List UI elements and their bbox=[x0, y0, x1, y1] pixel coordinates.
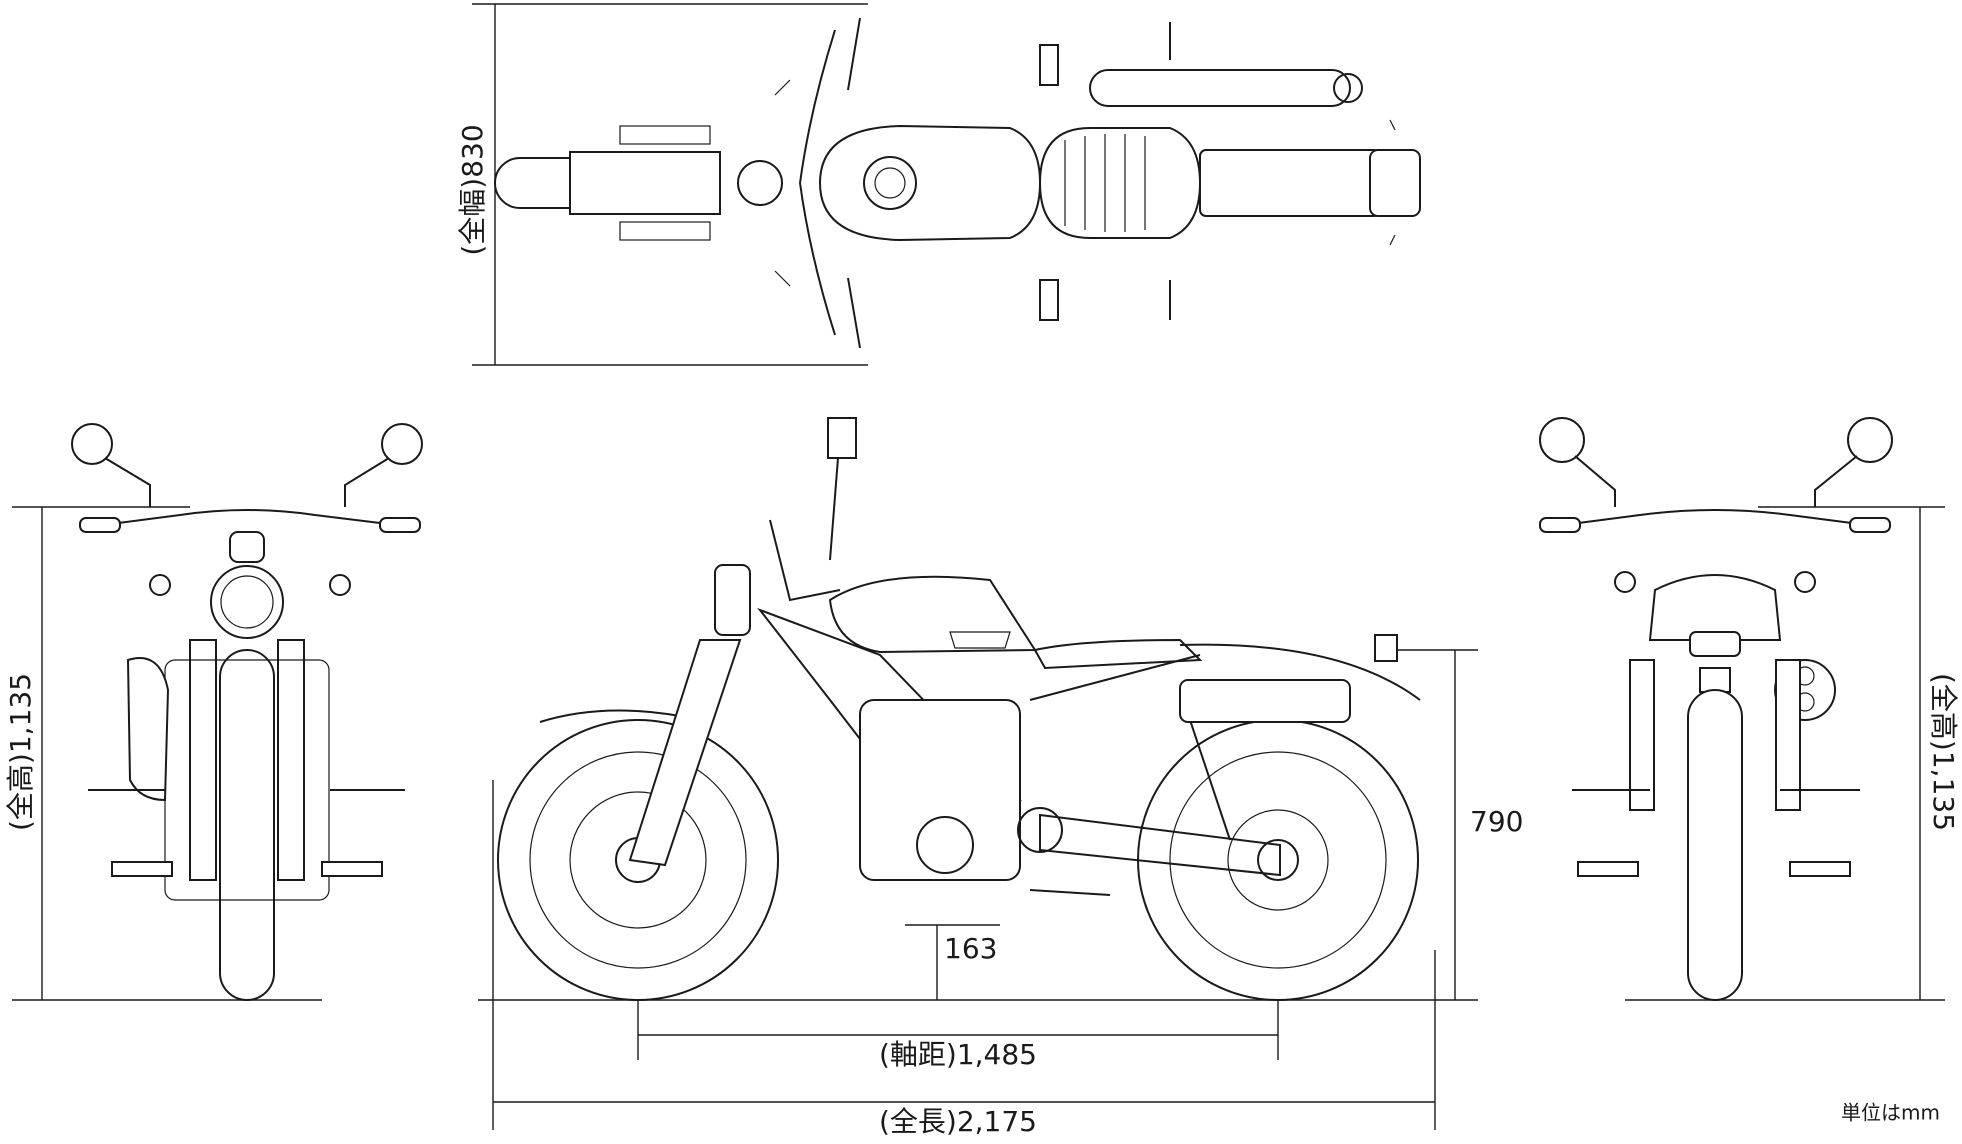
side-rear-sprocket bbox=[1227, 809, 1329, 911]
front-turn-signal-left bbox=[149, 574, 171, 596]
side-swingarm-pivot bbox=[1017, 807, 1063, 853]
top-fork-upper bbox=[619, 125, 711, 145]
front-footpeg-left bbox=[111, 861, 173, 877]
front-turn-signal-right bbox=[329, 574, 351, 596]
top-fuel-cap-inner bbox=[874, 167, 906, 199]
rear-shock-left bbox=[1629, 659, 1655, 811]
unit-note: 単位はmm bbox=[1841, 1101, 1940, 1125]
side-rear-fender bbox=[1179, 643, 1421, 701]
front-meter bbox=[229, 531, 265, 563]
rear-license-plate-holder bbox=[1699, 667, 1731, 693]
top-footpeg-right bbox=[1039, 279, 1059, 321]
side-footpeg bbox=[1029, 889, 1111, 896]
side-headlight bbox=[714, 564, 751, 636]
top-exhaust-tip bbox=[1333, 73, 1363, 103]
top-exhaust bbox=[1089, 69, 1351, 107]
side-view: 790 163 (軸距)1,485 (全長)2,175 bbox=[478, 417, 1523, 1138]
top-tail-light bbox=[1369, 149, 1421, 217]
top-levers bbox=[847, 17, 861, 349]
side-swingarm bbox=[1039, 813, 1281, 877]
top-mirrors bbox=[774, 79, 791, 287]
front-fork-left bbox=[189, 639, 217, 881]
top-rear-turn-signals bbox=[1389, 119, 1396, 246]
side-seat bbox=[1033, 638, 1203, 670]
rear-mirror-left bbox=[1539, 417, 1585, 463]
rear-mirror-stems bbox=[1574, 455, 1858, 507]
rear-shock-right bbox=[1775, 659, 1801, 811]
side-subframe bbox=[1029, 654, 1201, 701]
top-fuel-cap bbox=[863, 156, 917, 210]
side-mirror bbox=[827, 417, 857, 459]
rear-body bbox=[1648, 574, 1782, 641]
front-mirror-stems bbox=[104, 457, 390, 507]
rear-grip-left bbox=[1539, 517, 1581, 533]
rear-grip-right bbox=[1849, 517, 1891, 533]
top-fork-lower bbox=[619, 221, 711, 241]
rear-tyre bbox=[1687, 689, 1743, 1001]
top-view: (全幅)830 bbox=[456, 3, 1421, 366]
front-mirror-left bbox=[71, 423, 113, 465]
side-engine-cover bbox=[916, 816, 974, 874]
front-mirror-right bbox=[381, 423, 423, 465]
side-handlebar bbox=[769, 519, 841, 602]
front-view: (全高)1,135 bbox=[4, 423, 423, 1001]
side-tail-light bbox=[1374, 634, 1398, 662]
rear-turn-signal-left bbox=[1614, 571, 1636, 593]
front-fork-right bbox=[277, 639, 305, 881]
front-overall-height-label: (全高)1,135 bbox=[4, 673, 37, 831]
top-rear-frame bbox=[1199, 149, 1381, 217]
rear-footpeg-right bbox=[1789, 861, 1851, 877]
side-exhaust bbox=[1179, 679, 1351, 723]
front-headlight bbox=[210, 565, 284, 639]
wheelbase-label: (軸距)1,485 bbox=[879, 1038, 1037, 1071]
side-fuel-tank bbox=[828, 575, 1037, 654]
side-front-rim bbox=[529, 751, 747, 969]
top-handlebar bbox=[798, 29, 836, 336]
overall-width-label: (全幅)830 bbox=[456, 124, 489, 255]
side-mirror-stem bbox=[829, 457, 839, 561]
rear-turn-signal-right bbox=[1794, 571, 1816, 593]
side-engine bbox=[859, 699, 1021, 881]
front-handlebar bbox=[79, 509, 421, 529]
rear-mirror-right bbox=[1847, 417, 1893, 463]
rear-tail-light bbox=[1689, 631, 1741, 657]
front-footpeg-right bbox=[321, 861, 383, 877]
top-footpeg-left bbox=[1039, 44, 1059, 86]
front-tyre bbox=[219, 649, 275, 1001]
rear-view: (全高)1,135 bbox=[1539, 417, 1960, 1001]
rear-footpeg-left bbox=[1577, 861, 1639, 877]
side-rear-rim bbox=[1169, 751, 1387, 969]
rear-overall-height-label: (全高)1,135 bbox=[1927, 673, 1960, 831]
rear-handlebar bbox=[1539, 509, 1891, 529]
top-fuel-tank bbox=[818, 124, 1042, 242]
top-seat bbox=[1038, 127, 1202, 239]
side-front-hub-ring bbox=[569, 791, 707, 929]
side-front-fork bbox=[628, 639, 742, 867]
ground-clearance-label: 163 bbox=[944, 932, 997, 965]
seat-height-label: 790 bbox=[1470, 805, 1523, 838]
front-headlight-inner bbox=[220, 575, 274, 629]
side-rear-axle bbox=[1257, 839, 1299, 881]
front-grip-left bbox=[79, 517, 121, 533]
front-grip-right bbox=[379, 517, 421, 533]
top-front-fork bbox=[569, 151, 721, 215]
top-headlight bbox=[737, 160, 783, 206]
side-tank-badge bbox=[949, 631, 1011, 649]
front-exhaust-heat-shield bbox=[126, 657, 170, 802]
side-rear-tyre bbox=[1137, 719, 1419, 1001]
overall-length-label: (全長)2,175 bbox=[879, 1105, 1037, 1138]
